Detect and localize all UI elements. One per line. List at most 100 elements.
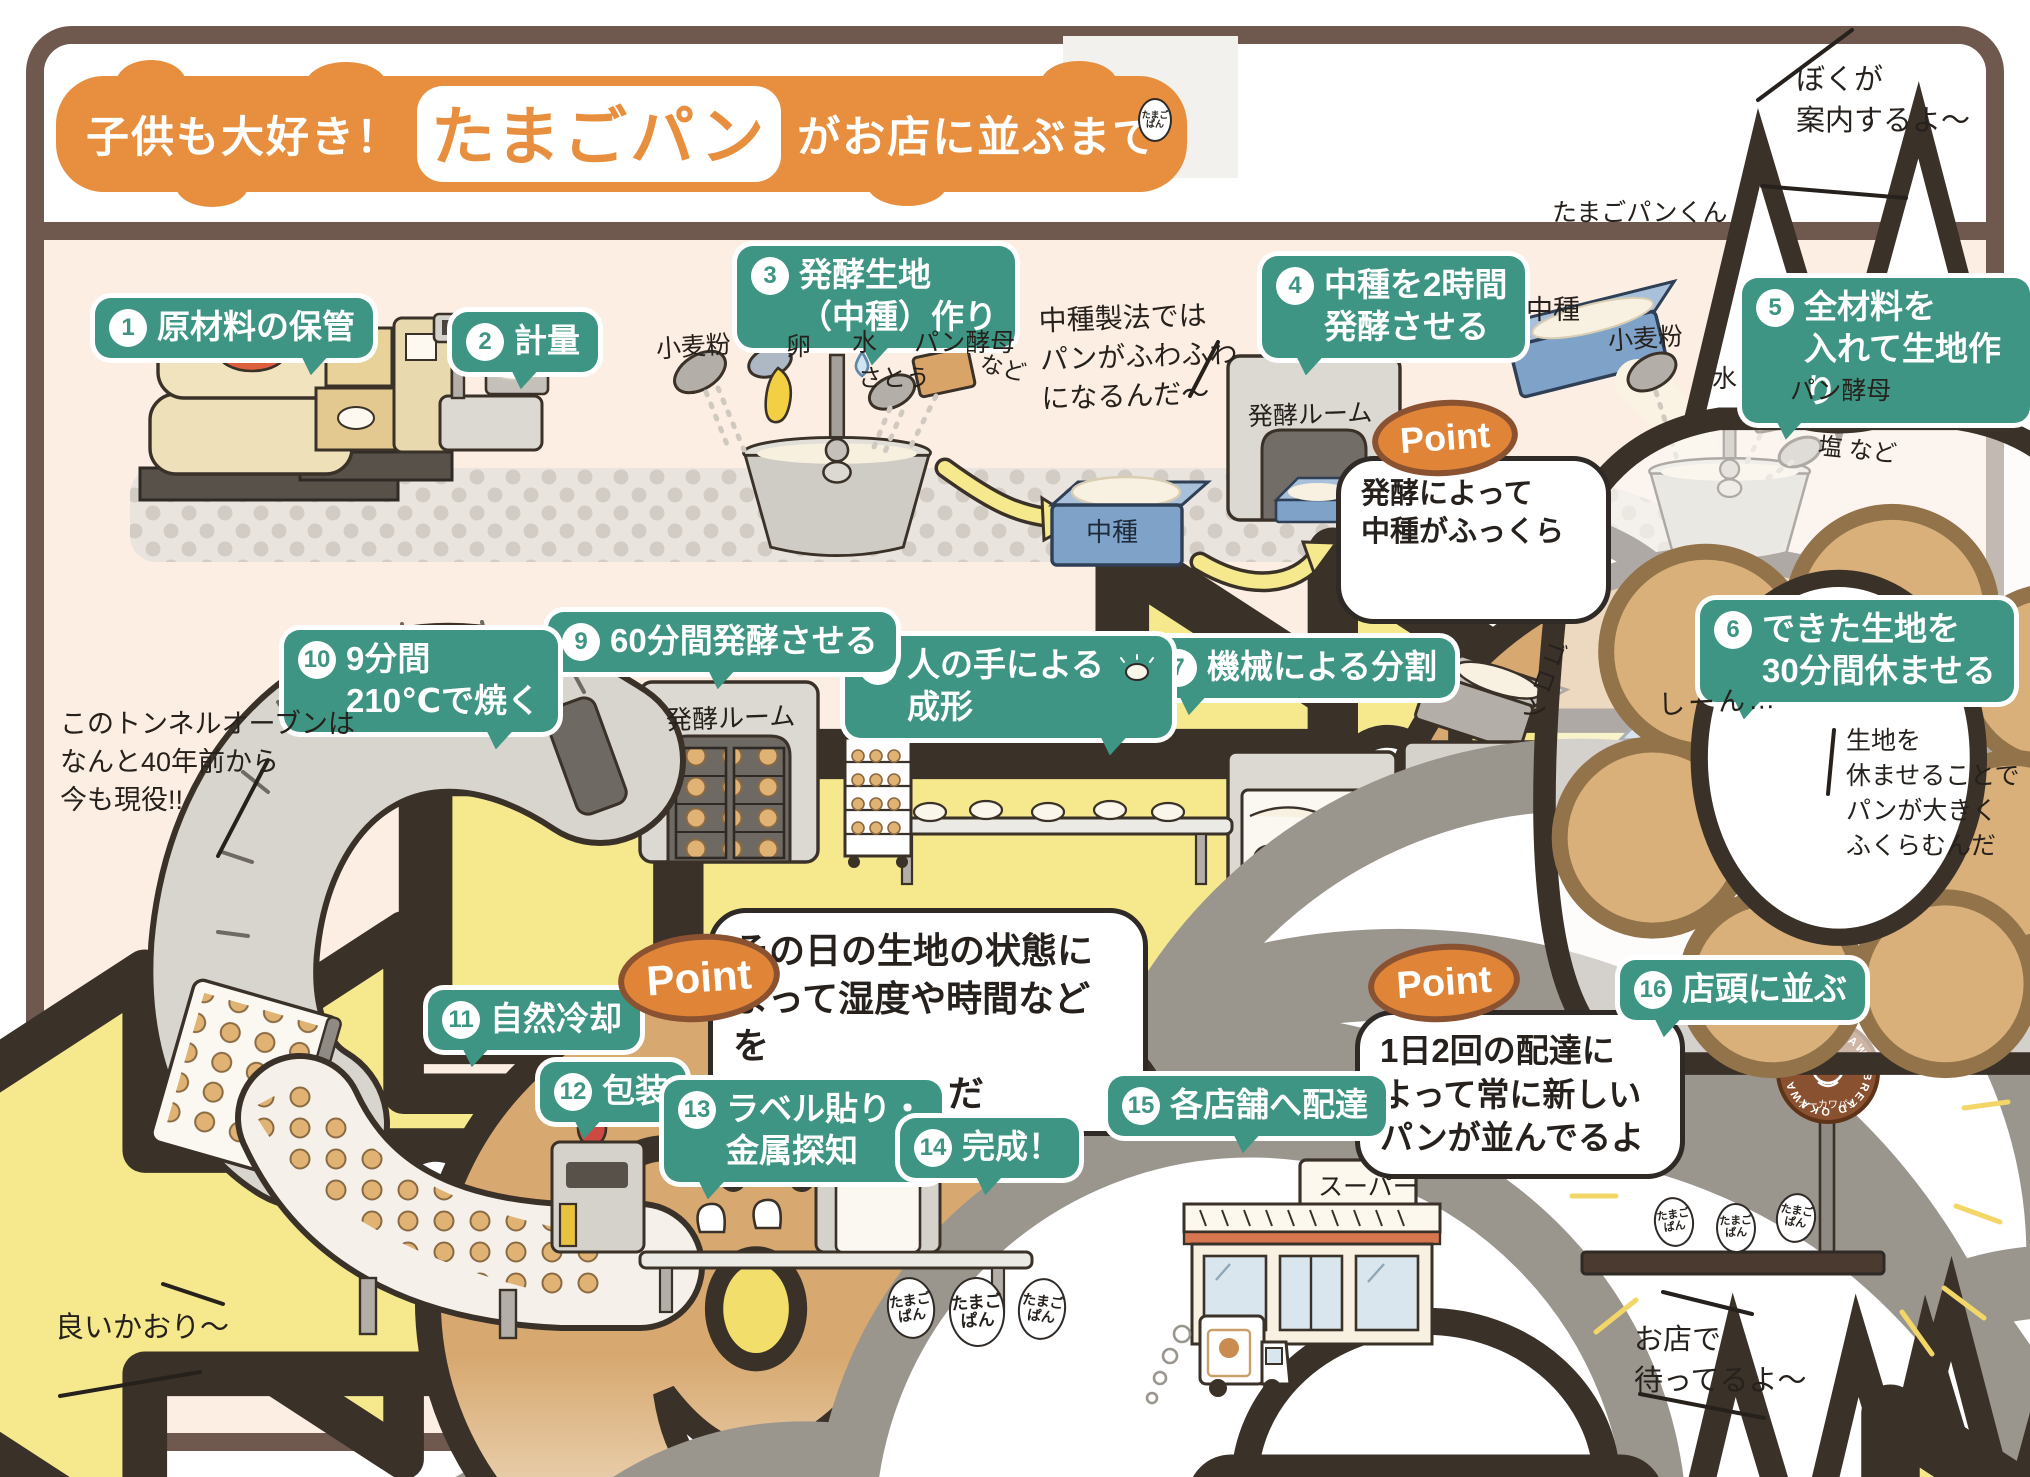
sign-name-text: オーカワパン [1798, 1099, 1858, 1111]
label-ferment-room-1: 発酵ルーム [1247, 398, 1373, 432]
title-suffix: がお店に並ぶまで [797, 114, 1158, 162]
ingredient-yeast-3: パン酵母 [914, 329, 1016, 357]
label-ferment-room-2: 発酵ルーム [665, 700, 796, 736]
title-highlight: たまごパン [417, 86, 782, 182]
mascot-speech: ぼくが 案内するよ〜 [1796, 64, 1971, 137]
step-14: 14 完成！ [900, 1118, 1079, 1179]
step-15-number: 15 [1122, 1087, 1160, 1125]
step-13-label: ラベル貼り・ 金属探知 [726, 1090, 924, 1170]
bag-label-line2: ぱん [1662, 1219, 1687, 1235]
step-10-label: 9分間 210℃で焼く [346, 640, 541, 720]
step-6: 6 できた生地を 30分間休ませる [1700, 600, 2014, 703]
step-8: 8人の手による 成形 [845, 636, 1173, 739]
step-9-number: 9 [562, 623, 600, 661]
label-sponge-box: 中種 [1086, 517, 1139, 547]
ingredient-egg-3: 卵 [786, 333, 812, 361]
point-2-text: その日の生地の状態に よって湿度や時間などを 調整してるんだ [733, 930, 1094, 1114]
step-5-number: 5 [1756, 289, 1794, 327]
ingredient-flour-5: 小麦粉 [1607, 322, 1684, 356]
step-5: 5 全材料を 入れて生地作り [1742, 278, 2030, 423]
step-14-number: 14 [914, 1129, 952, 1167]
supermarket [1182, 1158, 1442, 1346]
step-12: 12 包装 [540, 1062, 686, 1123]
note-quiet: しーん… [1657, 683, 1779, 721]
point-2-cloud: その日の生地の状態に よって湿度や時間などを 調整してるんだ [708, 908, 1148, 1137]
step-9-label: 60分間発酵させる [610, 622, 878, 659]
step-12-label: 包装 [602, 1072, 668, 1109]
step-4-label: 中種を2時間 発酵させる [1324, 266, 1508, 346]
header-divider [44, 222, 1986, 240]
title-blob-bump [306, 62, 386, 106]
photo-bag-label: たまごぱん [1138, 98, 1172, 142]
step-9: 9 60分間発酵させる [548, 612, 896, 673]
title-blob-bump [1041, 61, 1118, 105]
step-10-number: 10 [298, 641, 336, 679]
step-8-label: 人の手による 成形 [907, 646, 1105, 726]
step-6-number: 6 [1714, 611, 1752, 649]
ingredient-water-3: 水 [852, 329, 878, 357]
ingredient-sugar-3: さとう [858, 365, 930, 392]
step-15: 15 各店舗へ配達 [1108, 1076, 1386, 1137]
delivery-truck [1145, 1314, 1292, 1405]
step-7-label: 機械による分割 [1207, 648, 1438, 685]
rack-trolley [843, 736, 913, 868]
step-10: 10 9分間 210℃で焼く [284, 630, 559, 733]
note-good-smell: 良いかおり〜 [55, 1312, 230, 1344]
point-3-cloud: 1日2回の配達に よって常に新しい パンが並んでるよ [1355, 1010, 1685, 1179]
bun-icon [1120, 654, 1155, 682]
step-4: 4 中種を2時間 発酵させる [1262, 256, 1526, 359]
label-sponge-container: 中種 [1526, 295, 1580, 325]
ingredient-flour-3: 小麦粉 [655, 330, 732, 364]
step-13: 13 ラベル貼り・ 金属探知 [664, 1080, 942, 1183]
step-16-label: 店頭に並ぶ [1682, 970, 1847, 1007]
title-prefix: 子供も大好き！ [86, 114, 401, 162]
bag-label-line1: たまご [1141, 109, 1169, 120]
arrow-sponge-room [1189, 540, 1339, 593]
step-1-number: 1 [109, 309, 147, 347]
step-11-number: 11 [442, 1001, 480, 1039]
bag-label-line2: ぱん [959, 1309, 996, 1332]
step-11: 11 自然冷却 [428, 990, 640, 1051]
bag-label-line2: ぱん [1783, 1215, 1808, 1231]
step-14-label: 完成！ [962, 1128, 1061, 1165]
note-oven-age: このトンネルオーブンは なんと40年前から 今も現役!! [60, 709, 355, 815]
step-16-number: 16 [1634, 971, 1672, 1009]
sponge-dough-box [1048, 475, 1212, 567]
cooling-belt [235, 1053, 705, 1340]
step-5-label: 全材料を 入れて生地作り [1804, 288, 2002, 410]
ingredient-water-5: 水 [1712, 365, 1738, 393]
point-1-cloud: 発酵によって 中種がふっくら [1336, 456, 1611, 624]
step-16: 16 店頭に並ぶ [1620, 960, 1865, 1021]
step-15-label: 各店舗へ配達 [1170, 1086, 1368, 1123]
photo-bag [1544, 120, 2030, 1070]
title-blob-bump [176, 165, 248, 207]
point-1-text: 発酵によって 中種がふっくら [1361, 478, 1565, 549]
note-dough-rest: 生地を 休ませることで パンが大きく ふくらむんだ [1846, 727, 2020, 860]
step-1-label: 原材料の保管 [157, 308, 355, 345]
page-title: 子供も大好き！ たまごパン がお店に並ぶまで [56, 60, 1188, 207]
bag-label-line2: ぱん [896, 1305, 927, 1325]
title-blob-bump [116, 60, 186, 106]
speech-slashes [58, 28, 1908, 1420]
step-2-number: 2 [466, 323, 504, 361]
step-12-number: 12 [554, 1073, 592, 1111]
step-4-number: 4 [1276, 267, 1314, 305]
step-13-number: 13 [678, 1091, 716, 1129]
packaging-machine [550, 1108, 646, 1254]
point-3-text: 1日2回の配達に よって常に新しい パンが並んでるよ [1380, 1032, 1644, 1157]
ingredient-yeast-5: パン酵母 [1790, 377, 1892, 405]
step-6-label: できた生地を 30分間休ませる [1762, 610, 1996, 690]
note-sponge-method: 中種製法では パンがふわふわ になるんだ〜 [1038, 299, 1238, 415]
step-11-label: 自然冷却 [490, 1000, 622, 1037]
step-3-number: 3 [751, 257, 789, 295]
bag-label-line2: ぱん [1145, 119, 1164, 129]
step-1: 1 原材料の保管 [95, 298, 373, 359]
bag-label-line2: ぱん [1026, 1306, 1057, 1326]
note-wait-at-store: お店で 待ってるよ〜 [1634, 1324, 1807, 1397]
mixer-1 [742, 353, 932, 558]
bag-label-line2: ぱん [1724, 1226, 1748, 1240]
